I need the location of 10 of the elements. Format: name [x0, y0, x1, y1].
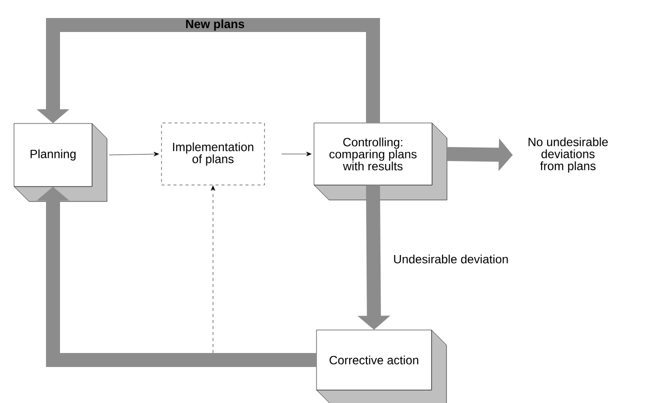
- edge-label: New plans: [184, 18, 246, 32]
- process-box: Implementation of plans: [161, 122, 265, 186]
- edge-label: Undesirable deviation: [392, 254, 510, 264]
- process-box: Corrective action: [316, 330, 447, 403]
- process-box: Planning: [14, 123, 108, 202]
- arrow: [210, 186, 216, 354]
- process-box: Controlling: comparing plans with results: [314, 122, 448, 200]
- arrow: [109, 152, 159, 156]
- outcome-text: No undesirable deviations from plans: [528, 137, 608, 173]
- arrow: [282, 152, 312, 156]
